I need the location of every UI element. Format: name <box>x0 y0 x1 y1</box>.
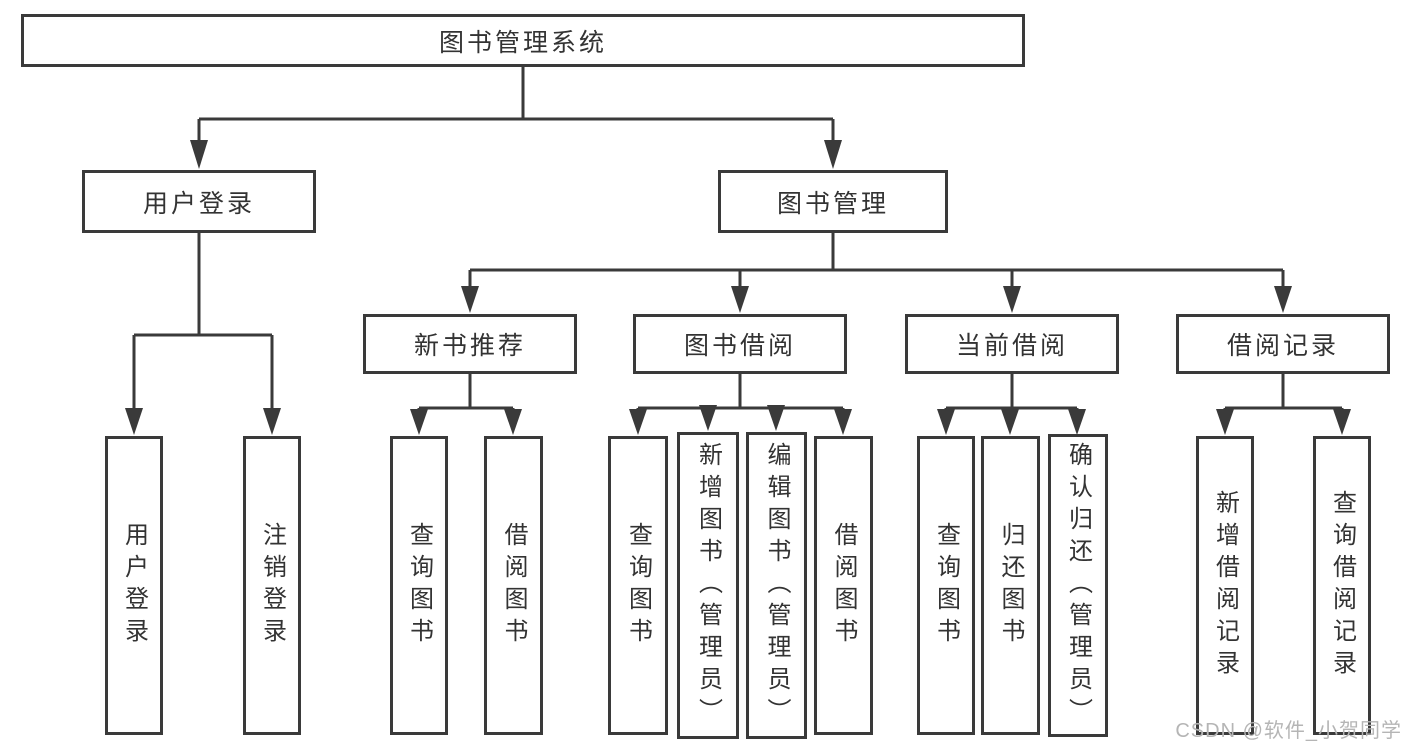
csdn-watermark: CSDN @软件_小贺同学 <box>1175 720 1402 742</box>
leaf-borrow-query-book: 查询图书 <box>608 436 668 735</box>
connector-root-to-level2 <box>190 67 842 169</box>
leaf-add-book-admin: 新增图书（管理员） <box>677 432 739 739</box>
connector-book-mgmt-children <box>461 233 1292 313</box>
node-user-login: 用户登录 <box>82 170 316 233</box>
connector-current-borrow-children <box>937 374 1086 435</box>
leaf-recommend-borrow-book: 借阅图书 <box>484 436 543 735</box>
node-root-system: 图书管理系统 <box>21 14 1025 67</box>
leaf-return-book: 归还图书 <box>981 436 1040 735</box>
connector-new-book-children <box>410 374 522 435</box>
node-borrow-record: 借阅记录 <box>1176 314 1390 374</box>
leaf-add-borrow-record: 新增借阅记录 <box>1196 436 1254 735</box>
leaf-confirm-return-admin: 确认归还（管理员） <box>1048 434 1108 737</box>
node-book-management: 图书管理 <box>718 170 948 233</box>
node-current-borrow: 当前借阅 <box>905 314 1119 374</box>
leaf-query-borrow-record: 查询借阅记录 <box>1313 436 1371 735</box>
leaf-logout: 注销登录 <box>243 436 301 735</box>
leaf-edit-book-admin: 编辑图书（管理员） <box>746 432 807 739</box>
leaf-user-login: 用户登录 <box>105 436 163 735</box>
connector-book-borrow-children <box>629 374 852 435</box>
node-new-book-recommend: 新书推荐 <box>363 314 577 374</box>
leaf-current-query-book: 查询图书 <box>917 436 975 735</box>
connector-user-login-children <box>125 233 281 435</box>
connector-borrow-record-children <box>1216 374 1351 435</box>
leaf-borrow-book: 借阅图书 <box>814 436 873 735</box>
node-book-borrow: 图书借阅 <box>633 314 847 374</box>
leaf-recommend-query-book: 查询图书 <box>390 436 448 735</box>
